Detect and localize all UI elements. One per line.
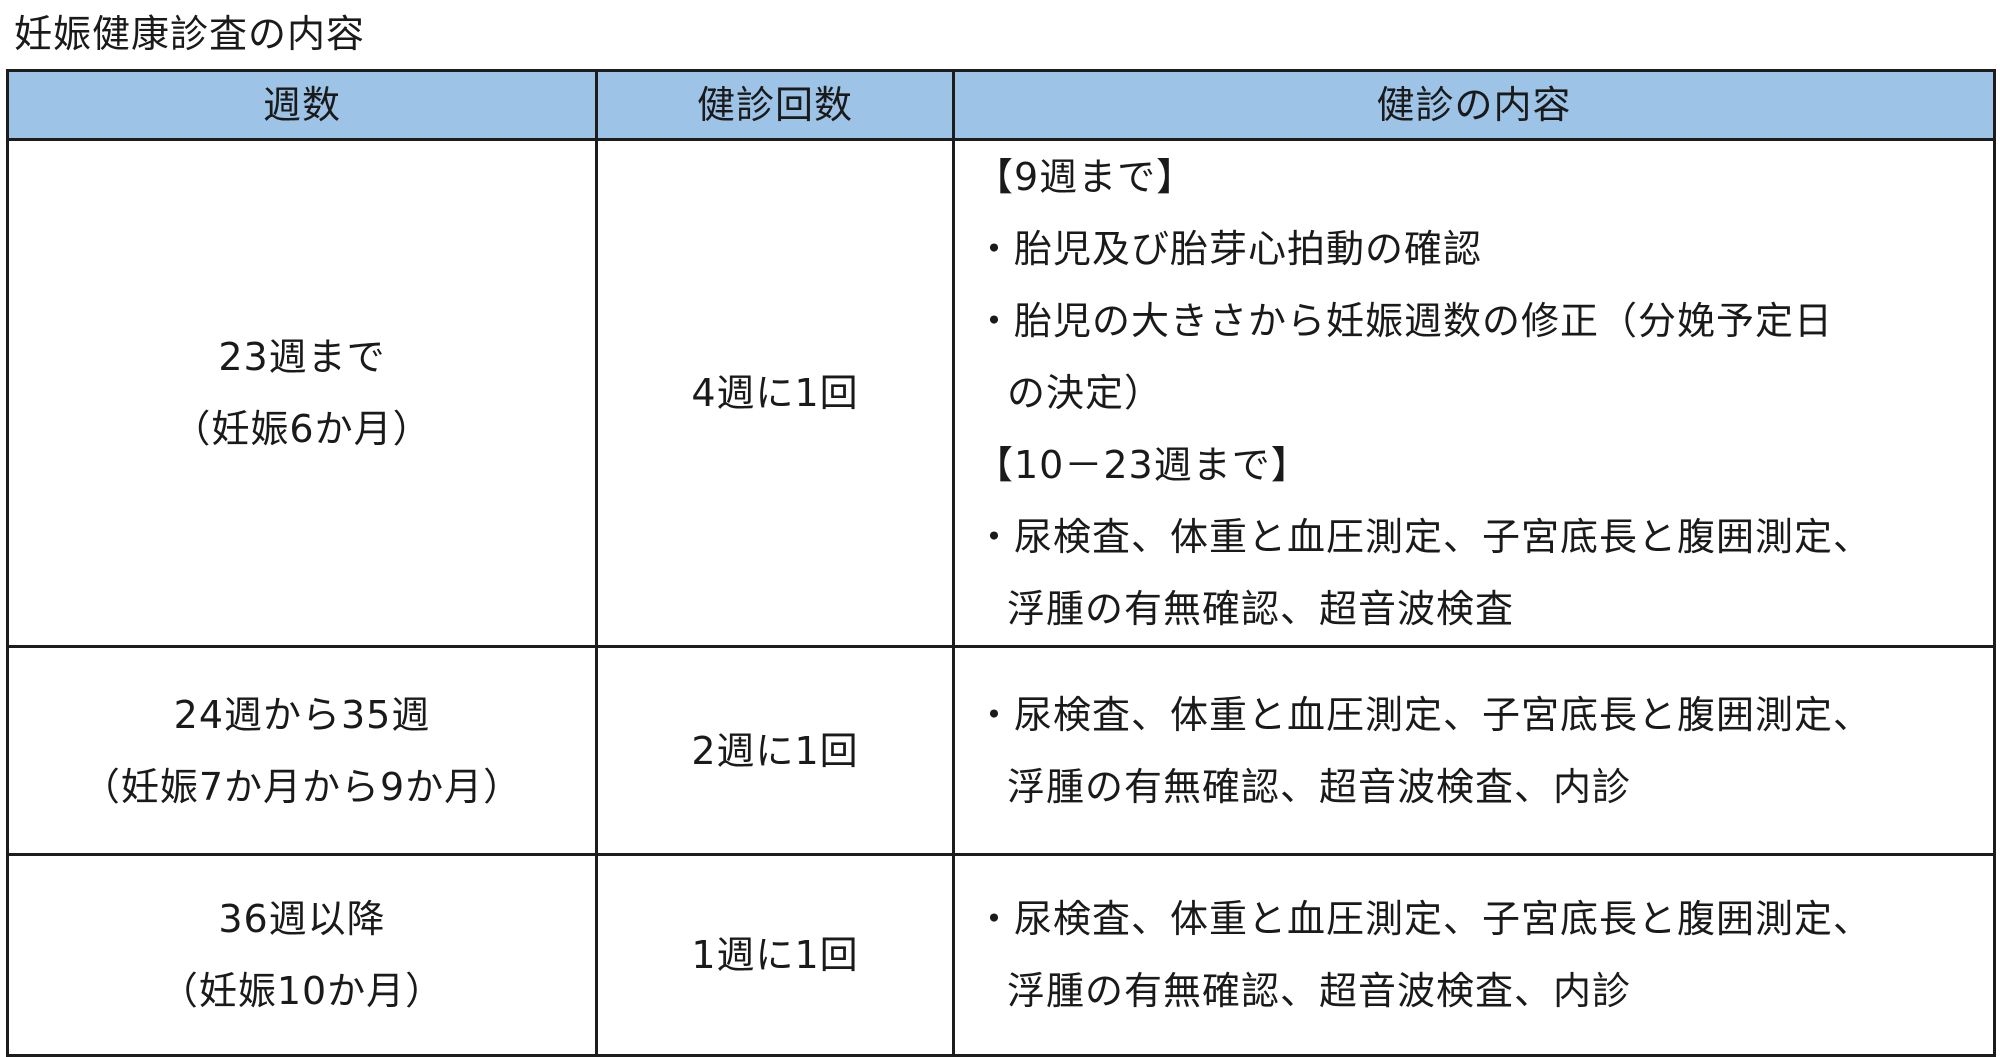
bullet-item: ・尿検査、体重と血圧測定、子宮底長と腹囲測定、 xyxy=(975,692,1873,737)
frequency-value: 4週に1回 xyxy=(691,371,859,415)
weeks-cell: 23週まで （妊娠6か月） xyxy=(6,138,598,648)
content-cell: ・尿検査、体重と血圧測定、子宮底長と腹囲測定、 浮腫の有無確認、超音波検査、内診 xyxy=(952,853,1996,1057)
table-header: 週数 健診回数 健診の内容 xyxy=(6,69,1996,141)
section-heading: 【9週まで】 xyxy=(975,155,1196,199)
frequency-value: 2週に1回 xyxy=(691,728,859,773)
column-header-weeks: 週数 xyxy=(6,69,598,141)
weeks-range: 23週まで xyxy=(218,335,386,379)
bullet-item: ・尿検査、体重と血圧測定、子宮底長と腹囲測定、 xyxy=(975,897,1873,941)
weeks-range: 24週から35週 xyxy=(173,692,431,737)
checkup-table: 週数 健診回数 健診の内容 23週まで （妊娠6か月） 4週に1回 【9週まで】… xyxy=(6,69,1996,1057)
bullet-item: ・尿検査、体重と血圧測定、子宮底長と腹囲測定、 xyxy=(975,515,1873,559)
weeks-range: 36週以降 xyxy=(218,897,386,941)
table-body: 23週まで （妊娠6か月） 4週に1回 【9週まで】 ・胎児及び胎芽心拍動の確認… xyxy=(6,138,1996,1057)
column-header-frequency: 健診回数 xyxy=(595,69,955,141)
table-row: 36週以降 （妊娠10か月） 1週に1回 ・尿検査、体重と血圧測定、子宮底長と腹… xyxy=(6,853,1996,1057)
weeks-months: （妊娠10か月） xyxy=(159,969,445,1013)
bullet-item: ・胎児の大きさから妊娠週数の修正（分娩予定日 xyxy=(975,299,1834,343)
bullet-continuation: の決定） xyxy=(1007,371,1164,415)
table-row: 24週から35週 （妊娠7か月から9か月） 2週に1回 ・尿検査、体重と血圧測定… xyxy=(6,645,1996,856)
frequency-cell: 2週に1回 xyxy=(595,645,955,856)
weeks-months: （妊娠7か月から9か月） xyxy=(81,764,523,809)
bullet-continuation: 浮腫の有無確認、超音波検査、内診 xyxy=(1007,969,1632,1013)
frequency-cell: 4週に1回 xyxy=(595,138,955,648)
table-row: 23週まで （妊娠6か月） 4週に1回 【9週まで】 ・胎児及び胎芽心拍動の確認… xyxy=(6,138,1996,648)
frequency-value: 1週に1回 xyxy=(691,933,859,977)
section-heading: 【10－23週まで】 xyxy=(975,443,1310,487)
frequency-cell: 1週に1回 xyxy=(595,853,955,1057)
page-title: 妊娠健康診査の内容 xyxy=(14,12,366,56)
header-row: 週数 健診回数 健診の内容 xyxy=(6,69,1996,141)
bullet-continuation: 浮腫の有無確認、超音波検査 xyxy=(1007,587,1515,631)
content-cell: ・尿検査、体重と血圧測定、子宮底長と腹囲測定、 浮腫の有無確認、超音波検査、内診 xyxy=(952,645,1996,856)
weeks-months: （妊娠6か月） xyxy=(172,407,432,451)
weeks-cell: 24週から35週 （妊娠7か月から9か月） xyxy=(6,645,598,856)
content-cell: 【9週まで】 ・胎児及び胎芽心拍動の確認 ・胎児の大きさから妊娠週数の修正（分娩… xyxy=(952,138,1996,648)
column-header-content: 健診の内容 xyxy=(952,69,1996,141)
bullet-item: ・胎児及び胎芽心拍動の確認 xyxy=(975,227,1483,271)
weeks-cell: 36週以降 （妊娠10か月） xyxy=(6,853,598,1057)
bullet-continuation: 浮腫の有無確認、超音波検査、内診 xyxy=(1007,764,1632,809)
